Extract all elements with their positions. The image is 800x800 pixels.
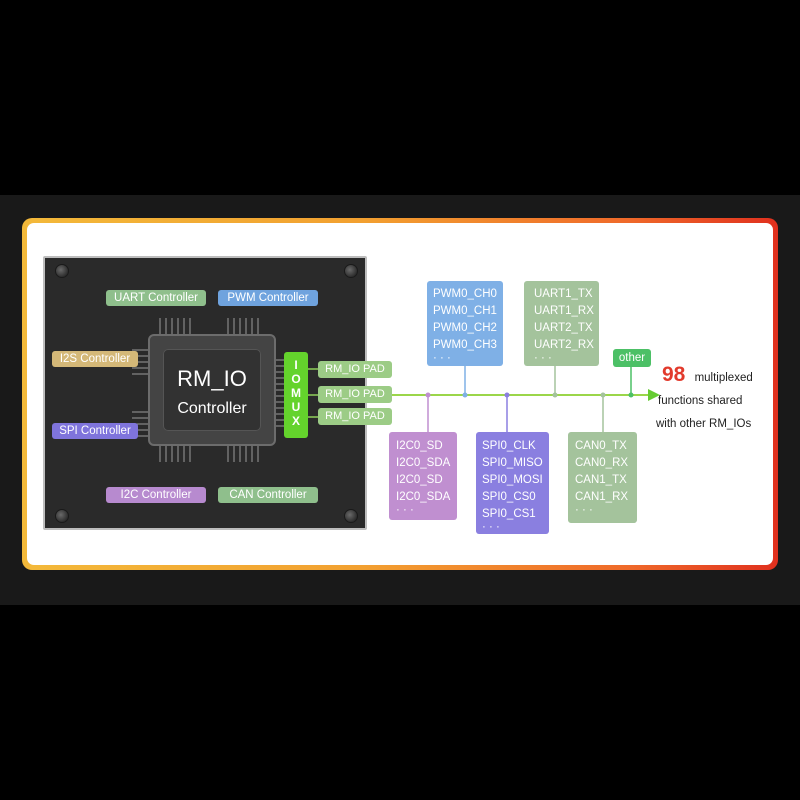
iomux-letter: U	[291, 400, 301, 414]
pwm-controller-label: PWM Controller	[218, 290, 318, 306]
function-item: SPI0_MOSI	[482, 474, 543, 486]
function-item: I2C0_SD	[396, 440, 443, 452]
note-line-2: functions shared	[658, 395, 743, 407]
function-item: SPI0_CS0	[482, 491, 536, 503]
function-item: UART1_TX	[534, 288, 593, 300]
function-item: CAN1_TX	[575, 474, 627, 486]
function-item: PWM0_CH3	[433, 339, 497, 351]
function-item: CAN0_RX	[575, 457, 629, 469]
function-item: SPI0_MISO	[482, 457, 543, 469]
function-item: I2C0_SDA	[396, 457, 451, 469]
more-ellipsis: · · ·	[433, 352, 451, 364]
uart-function-group: UART1_TX UART1_RX UART2_TX UART2_RX · · …	[524, 281, 599, 366]
i2s-controller-label: I2S Controller	[52, 351, 138, 367]
more-ellipsis: · · ·	[482, 521, 500, 533]
i2c-controller-label: I2C Controller	[106, 487, 206, 503]
iomux-letter: O	[291, 372, 301, 386]
more-ellipsis: · · ·	[575, 504, 593, 516]
note-line-3: with other RM_IOs	[656, 418, 752, 430]
can-controller-label: CAN Controller	[218, 487, 318, 503]
iomux-letter: I	[294, 358, 298, 372]
multiplex-note: 98 multiplexed functions shared with oth…	[656, 363, 774, 436]
rm-io-pad: RM_IO PAD	[318, 386, 392, 403]
can-function-group: CAN0_TX CAN0_RX CAN1_TX CAN1_RX · · ·	[568, 432, 637, 523]
more-ellipsis: · · ·	[534, 352, 552, 364]
function-item: I2C0_SD	[396, 474, 443, 486]
chip-subtitle: Controller	[177, 400, 247, 417]
iomux-letter: X	[291, 414, 300, 428]
more-ellipsis: · · ·	[396, 504, 414, 516]
function-item: SPI0_CS1	[482, 508, 536, 520]
rm-io-pad: RM_IO PAD	[318, 361, 392, 378]
uart-controller-label: UART Controller	[106, 290, 206, 306]
pwm-function-group: PWM0_CH0 PWM0_CH1 PWM0_CH2 PWM0_CH3 · · …	[427, 281, 503, 366]
function-item: PWM0_CH0	[433, 288, 497, 300]
function-count: 98	[662, 363, 686, 386]
function-item: I2C0_SDA	[396, 491, 451, 503]
note-line-1: multiplexed	[694, 372, 753, 384]
screw-bottom-left	[55, 509, 69, 523]
function-item: PWM0_CH1	[433, 305, 497, 317]
screw-bottom-right	[344, 509, 358, 523]
screw-top-right	[344, 264, 358, 278]
i2c-function-group: I2C0_SD I2C0_SDA I2C0_SD I2C0_SDA · · ·	[389, 432, 457, 520]
chip-title: RM_IO	[177, 366, 247, 391]
screw-top-left	[55, 264, 69, 278]
function-item: UART2_TX	[534, 322, 593, 334]
other-functions-label: other	[613, 349, 651, 367]
spi-controller-label: SPI Controller	[52, 423, 138, 439]
rm-io-chip-core	[163, 349, 261, 431]
function-item: UART1_RX	[534, 305, 594, 317]
function-item: PWM0_CH2	[433, 322, 497, 334]
iomux-block: I O M U X	[284, 352, 308, 438]
function-item: SPI0_CLK	[482, 440, 536, 452]
function-item: CAN0_TX	[575, 440, 627, 452]
spi-function-group: SPI0_CLK SPI0_MISO SPI0_MOSI SPI0_CS0 SP…	[476, 432, 549, 534]
iomux-letter: M	[291, 386, 301, 400]
rm-io-pad: RM_IO PAD	[318, 408, 392, 425]
function-item: UART2_RX	[534, 339, 594, 351]
function-item: CAN1_RX	[575, 491, 629, 503]
